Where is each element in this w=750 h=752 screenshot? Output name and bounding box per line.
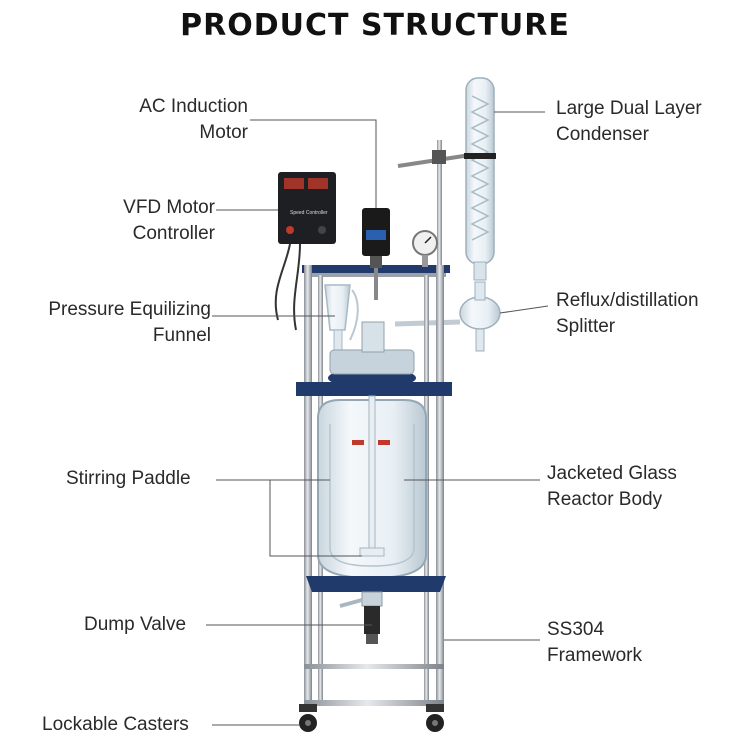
reactor-glass-body xyxy=(317,395,427,580)
pressure-gauge xyxy=(412,230,438,267)
vfd-controller-box: Speed Controller xyxy=(274,172,336,331)
label-dump-valve: Dump Valve xyxy=(84,614,187,635)
casters xyxy=(299,704,444,732)
leader-lines xyxy=(206,111,549,726)
leader-paddle xyxy=(216,479,362,557)
reactor-lid xyxy=(296,321,452,396)
label-lockable-casters: Lockable Casters xyxy=(42,714,189,735)
pressure-equalizing-funnel xyxy=(324,284,359,361)
label-stirring-paddle: Stirring Paddle xyxy=(66,468,191,489)
dump-valve xyxy=(339,591,383,644)
reflux-splitter xyxy=(394,281,501,352)
leader-splitter xyxy=(499,305,549,314)
controller-panel-text: Speed Controller xyxy=(290,210,328,216)
lower-frame-rails xyxy=(304,664,444,706)
leader-ac-motor xyxy=(250,119,377,208)
condenser xyxy=(464,77,496,281)
bottom-bracket xyxy=(306,576,446,592)
ac-motor xyxy=(362,208,390,300)
page-title: PRODUCT STRUCTURE xyxy=(180,8,570,43)
